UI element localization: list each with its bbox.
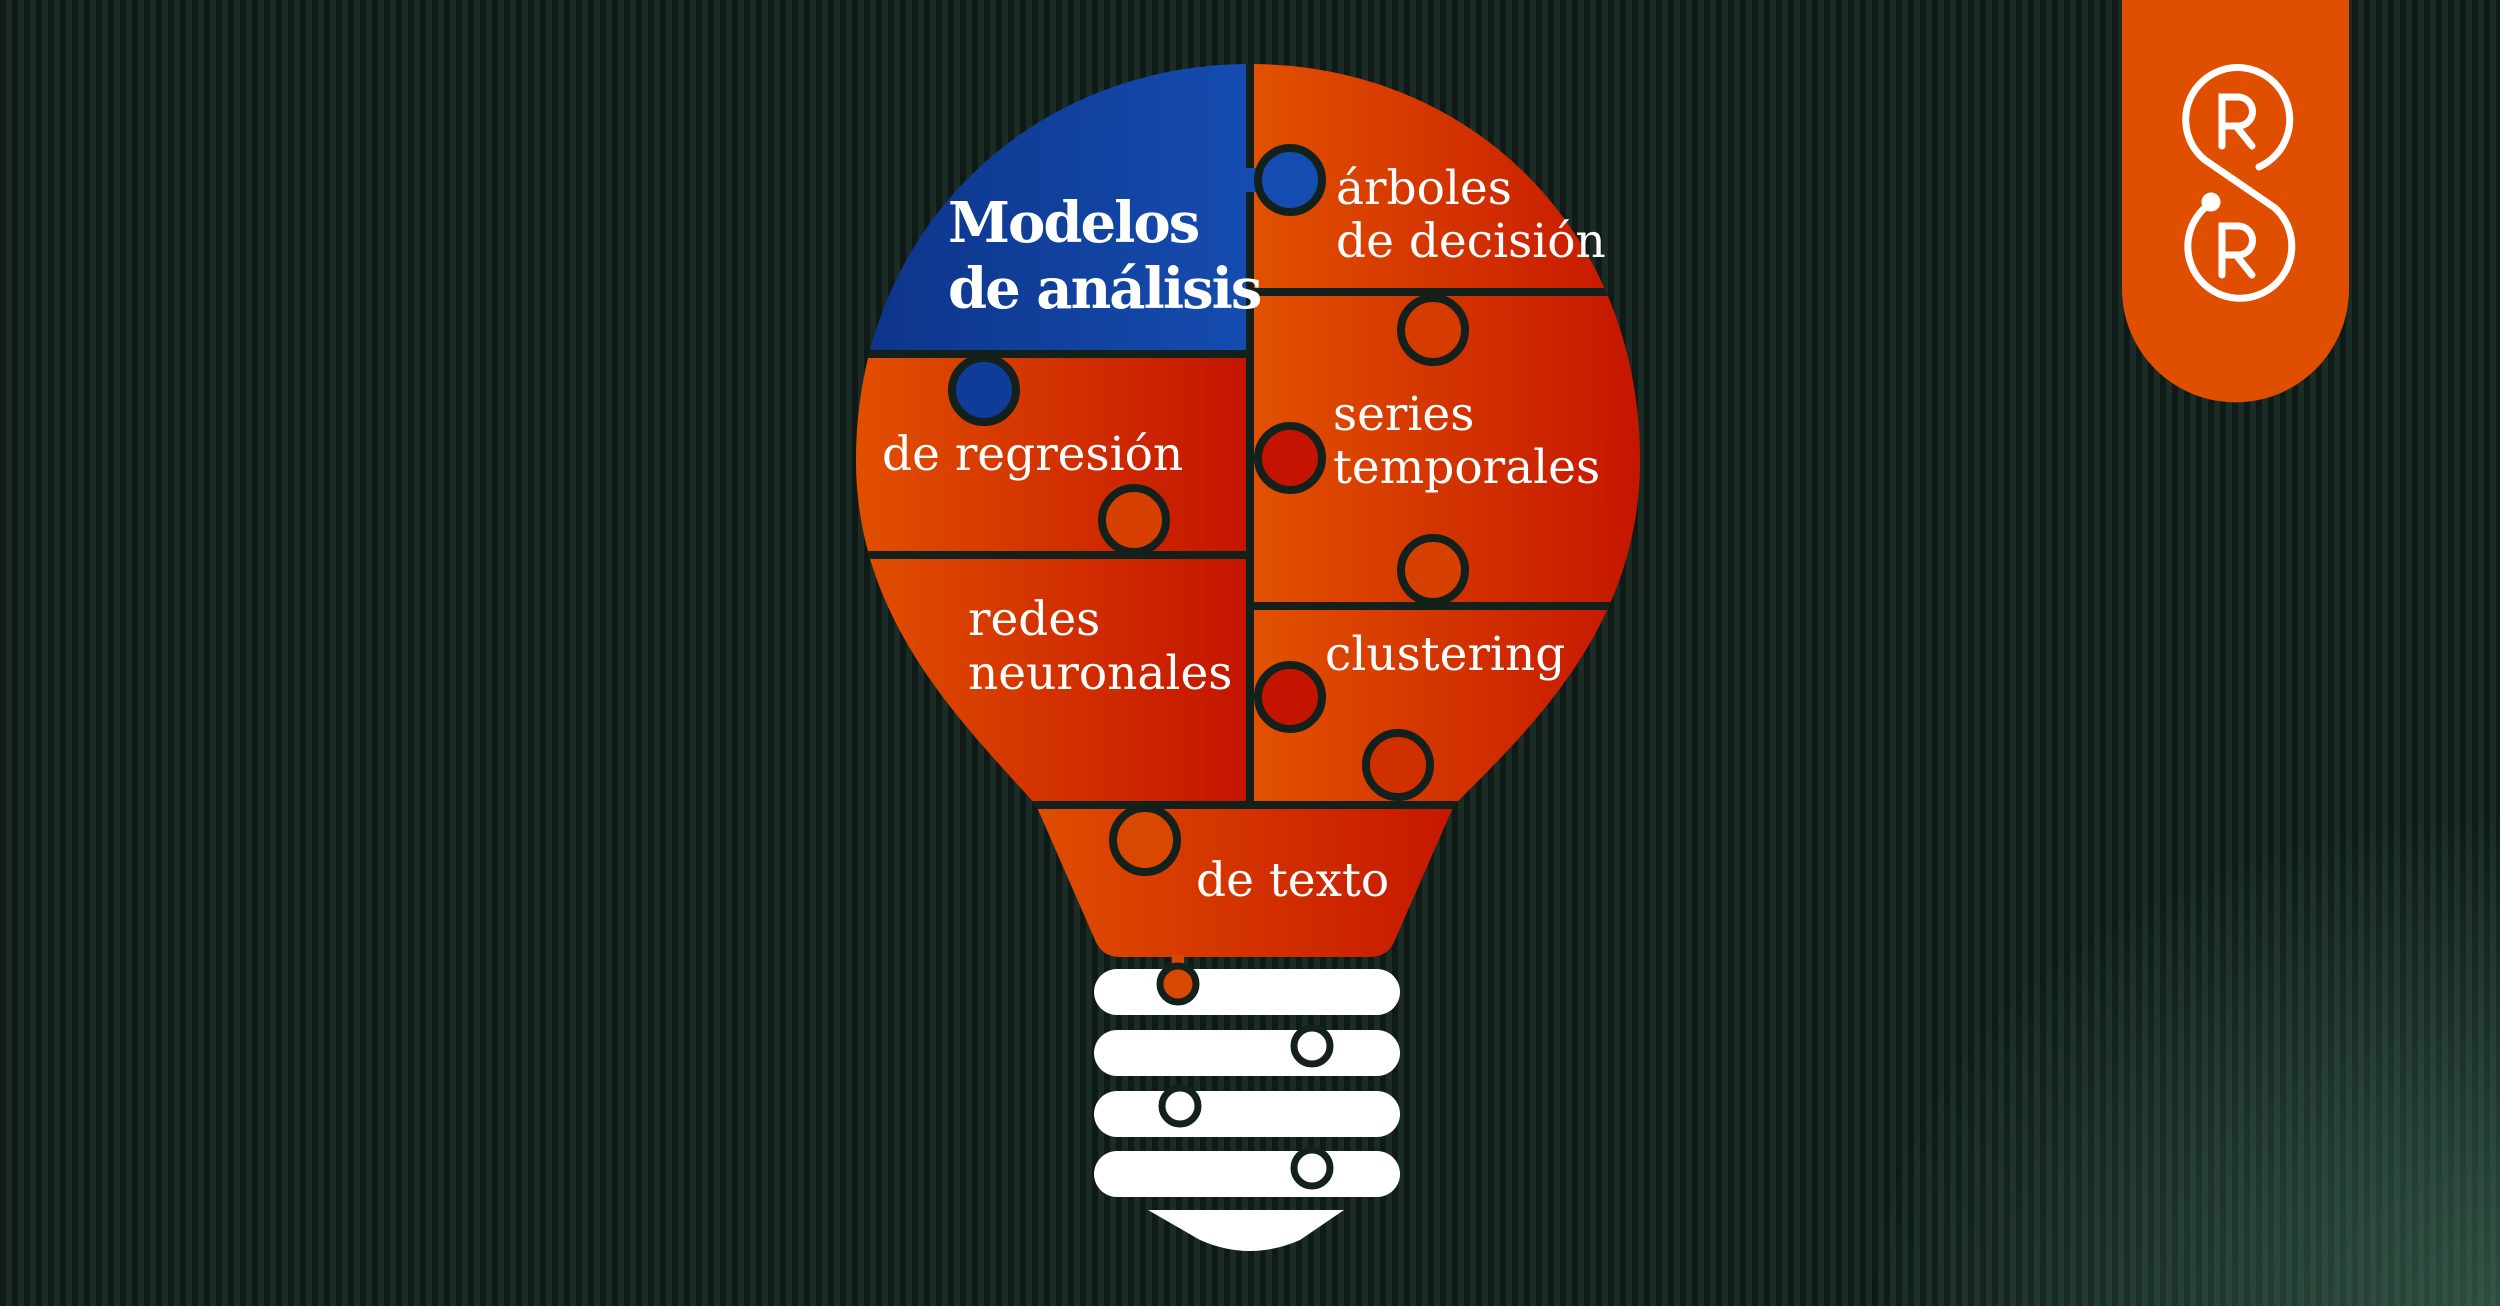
puzzle-knob (1397, 534, 1469, 606)
label-series-1: series (1333, 387, 1474, 442)
label-arboles-1: árboles (1336, 161, 1512, 216)
piece-regresion (856, 354, 1250, 555)
label-clustering: clustering (1325, 627, 1565, 682)
label-redes-2: neuronales (968, 646, 1232, 701)
puzzle-knob (1098, 484, 1170, 556)
puzzle-knob (1156, 962, 1200, 1006)
bulb-base (1094, 969, 1400, 1251)
puzzle-knob (1254, 661, 1326, 733)
title-line1: Modelos (948, 190, 1199, 256)
label-series-2: temporales (1333, 440, 1600, 495)
puzzle-knob (1290, 1146, 1334, 1190)
puzzle-knob (1109, 804, 1181, 876)
puzzle-knob (1254, 144, 1326, 216)
brand-logo (2122, 0, 2349, 403)
puzzle-knob (948, 354, 1020, 426)
label-arboles-2: de decisión (1336, 214, 1606, 269)
title-line2: de análisis (948, 256, 1261, 322)
puzzle-knob (1158, 1084, 1202, 1128)
puzzle-knob (1397, 294, 1469, 366)
label-redes-1: redes (968, 592, 1100, 647)
double-r-infinity-logo (2182, 64, 2296, 302)
puzzle-knob (1362, 729, 1434, 801)
label-texto: de texto (1196, 853, 1389, 908)
label-regresion: de regresión (882, 427, 1183, 482)
puzzle-knob (1290, 1024, 1334, 1068)
puzzle-knob (1254, 422, 1326, 494)
